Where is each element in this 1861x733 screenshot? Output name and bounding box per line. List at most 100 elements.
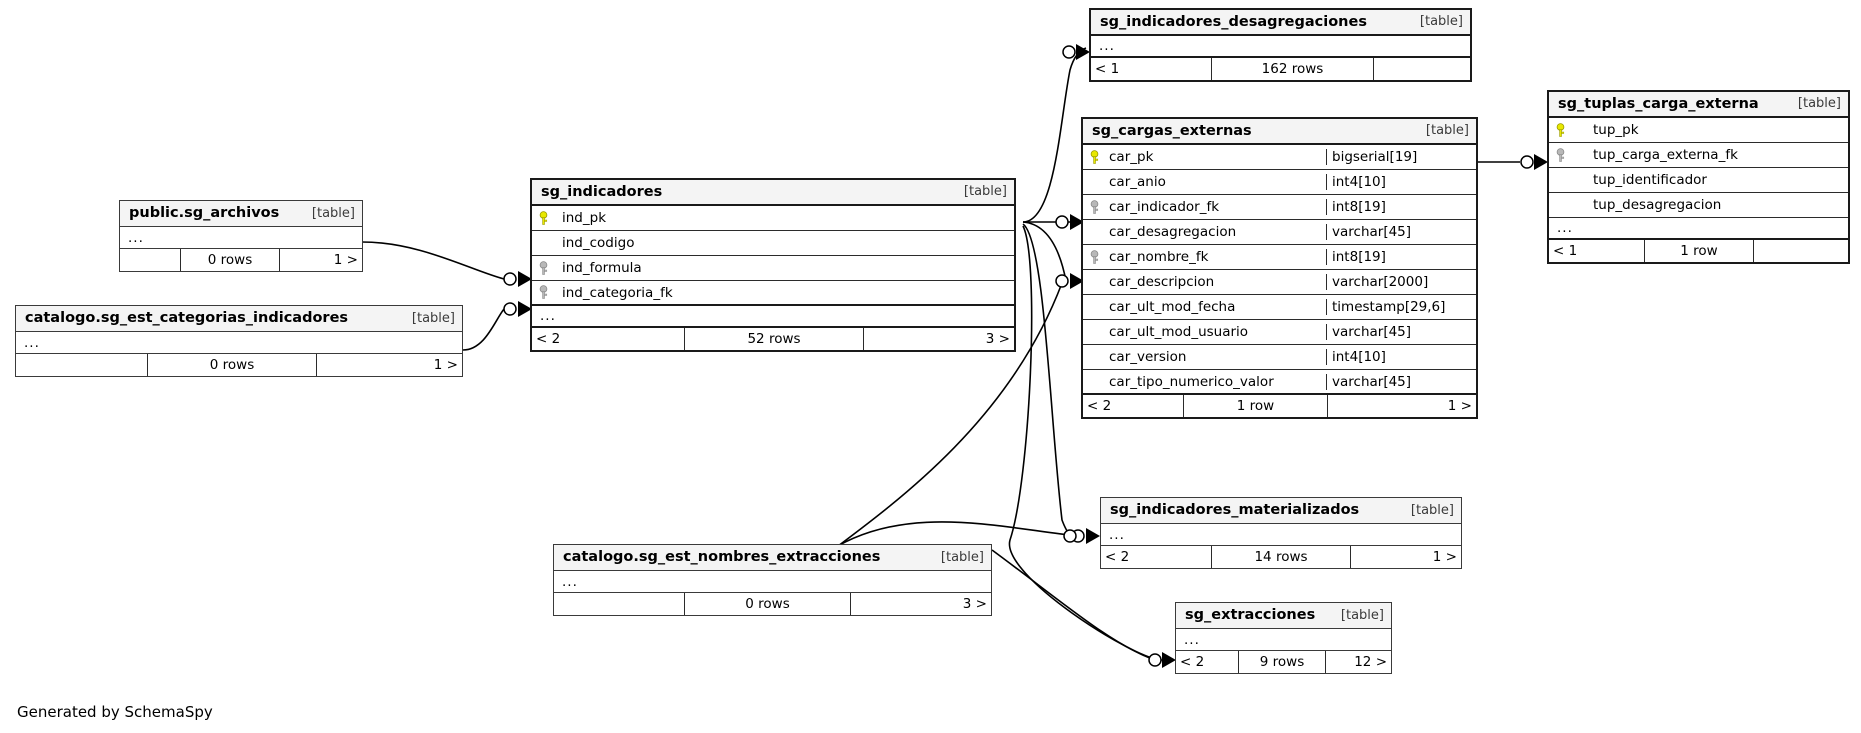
table-type-tag: [table]	[963, 184, 1007, 199]
column-row[interactable]: car_ult_mod_fecha timestamp[29,6]	[1083, 295, 1476, 320]
columns-collapsed-ellipsis[interactable]: ...	[532, 306, 1014, 328]
column-name: tup_identificador	[1593, 172, 1707, 188]
column-name: tup_pk	[1593, 122, 1639, 138]
edge-endpoint-circle	[1520, 155, 1534, 169]
footer-rowcount: 0 rows	[684, 593, 851, 615]
column-row[interactable]: car_anio int4[10]	[1083, 170, 1476, 195]
footer-children: 1 >	[333, 252, 358, 268]
table-footer: < 1 162 rows	[1091, 58, 1470, 80]
column-row[interactable]: car_tipo_numerico_valor varchar[45]	[1083, 370, 1476, 395]
foreign-key-icon	[1083, 249, 1105, 265]
footer-rowcount: 1 row	[1183, 395, 1328, 417]
table-type-tag: [table]	[1340, 607, 1384, 623]
column-row[interactable]: tup_identificador	[1549, 168, 1848, 193]
generated-by-credit: Generated by SchemaSpy	[17, 703, 213, 721]
edge-categorias-to-indicadores-categoria	[462, 308, 505, 351]
column-row[interactable]: car_nombre_fk int8[19]	[1083, 245, 1476, 270]
footer-children: 12 >	[1354, 654, 1387, 670]
edge-indicadores-to-materializados	[1022, 223, 1081, 539]
table-type-tag: [table]	[411, 310, 455, 326]
edge-endpoint-circle	[1055, 274, 1069, 288]
table-catalogo-sg-est-categorias-indicadores[interactable]: catalogo.sg_est_categorias_indicadores […	[15, 305, 463, 377]
column-row[interactable]: car_desagregacion varchar[45]	[1083, 220, 1476, 245]
footer-rowcount: 52 rows	[684, 328, 864, 350]
footer-children	[1754, 240, 1848, 262]
column-type: int8[19]	[1326, 249, 1476, 265]
table-footer: < 2 9 rows 12 >	[1176, 651, 1391, 673]
column-type: int4[10]	[1326, 349, 1476, 365]
footer-children: 1 >	[1447, 398, 1472, 414]
column-row[interactable]: tup_desagregacion	[1549, 193, 1848, 218]
table-footer: < 2 1 row 1 >	[1083, 395, 1476, 417]
column-row[interactable]: tup_carga_externa_fk	[1549, 143, 1848, 168]
columns-collapsed-ellipsis[interactable]: ...	[554, 571, 991, 593]
table-sg-indicadores-materializados[interactable]: sg_indicadores_materializados [table] ..…	[1100, 497, 1462, 569]
column-row[interactable]: ind_formula	[532, 256, 1014, 281]
table-type-tag: [table]	[1797, 96, 1841, 111]
table-title: sg_indicadores	[541, 183, 663, 200]
columns-collapsed-ellipsis[interactable]: ...	[16, 332, 462, 354]
column-name: ind_codigo	[562, 235, 635, 251]
column-row[interactable]: ind_pk	[532, 206, 1014, 231]
edge-endpoint-circle	[1071, 529, 1085, 543]
column-row[interactable]: tup_pk	[1549, 118, 1848, 143]
footer-parents: < 2	[1105, 549, 1130, 565]
table-header: sg_indicadores_desagregaciones [table]	[1091, 10, 1470, 36]
column-name: car_version	[1109, 349, 1187, 365]
table-sg-indicadores[interactable]: sg_indicadores [table] ind_pk ind_codigo…	[530, 178, 1016, 352]
column-name: car_descripcion	[1109, 274, 1215, 290]
column-row[interactable]: car_version int4[10]	[1083, 345, 1476, 370]
footer-parents: < 2	[536, 331, 561, 347]
columns-collapsed-ellipsis[interactable]: ...	[1101, 524, 1461, 546]
table-public-sg-archivos[interactable]: public.sg_archivos [table] ... 0 rows 1 …	[119, 200, 363, 272]
table-header: sg_cargas_externas [table]	[1083, 119, 1476, 145]
columns-collapsed-ellipsis[interactable]: ...	[1549, 218, 1848, 240]
column-row[interactable]: car_pk bigserial[19]	[1083, 145, 1476, 170]
edge-indicadores-to-cargas-nombre	[1022, 221, 1067, 282]
column-row[interactable]: car_descripcion varchar[2000]	[1083, 270, 1476, 295]
table-header: catalogo.sg_est_nombres_extracciones [ta…	[554, 545, 991, 571]
table-footer: 0 rows 3 >	[554, 593, 991, 615]
table-header: public.sg_archivos [table]	[120, 201, 362, 227]
footer-parents: < 2	[1180, 654, 1205, 670]
footer-parents	[554, 593, 684, 615]
table-sg-indicadores-desagregaciones[interactable]: sg_indicadores_desagregaciones [table] .…	[1089, 8, 1472, 82]
column-name: car_pk	[1109, 149, 1154, 165]
column-type: varchar[45]	[1326, 224, 1476, 240]
column-row[interactable]: ind_codigo	[532, 231, 1014, 256]
column-name: ind_categoria_fk	[562, 284, 673, 301]
edge-endpoint-circle	[1063, 529, 1077, 543]
foreign-key-icon	[532, 260, 554, 276]
columns-collapsed-ellipsis[interactable]: ...	[1176, 629, 1391, 651]
primary-key-icon	[532, 210, 554, 226]
column-type: varchar[2000]	[1326, 274, 1476, 290]
footer-parents: < 1	[1095, 61, 1120, 77]
footer-parents: < 1	[1553, 243, 1578, 259]
table-footer: 0 rows 1 >	[120, 249, 362, 271]
columns-collapsed-ellipsis[interactable]: ...	[1091, 36, 1470, 58]
table-footer: < 2 14 rows 1 >	[1101, 546, 1461, 568]
table-sg-tuplas-carga-externa[interactable]: sg_tuplas_carga_externa [table] tup_pk t…	[1547, 90, 1850, 264]
column-row[interactable]: ind_categoria_fk	[532, 281, 1014, 306]
footer-children	[1374, 58, 1470, 80]
column-name: car_nombre_fk	[1109, 249, 1209, 265]
table-catalogo-sg-est-nombres-extracciones[interactable]: catalogo.sg_est_nombres_extracciones [ta…	[553, 544, 992, 616]
footer-parents	[16, 354, 147, 376]
column-row[interactable]: car_ult_mod_usuario varchar[45]	[1083, 320, 1476, 345]
column-name: car_ult_mod_usuario	[1109, 324, 1249, 340]
edge-endpoint-circle	[1148, 653, 1162, 667]
column-type: bigserial[19]	[1326, 149, 1476, 165]
foreign-key-icon	[1549, 147, 1571, 163]
table-footer: 0 rows 1 >	[16, 354, 462, 376]
column-name: car_tipo_numerico_valor	[1109, 373, 1274, 390]
table-sg-cargas-externas[interactable]: sg_cargas_externas [table] car_pk bigser…	[1081, 117, 1478, 419]
column-name: car_ult_mod_fecha	[1109, 299, 1236, 315]
columns-collapsed-ellipsis[interactable]: ...	[120, 227, 362, 249]
edge-indicadores-to-desagregaciones	[1022, 47, 1087, 223]
table-sg-extracciones[interactable]: sg_extracciones [table] ... < 2 9 rows 1…	[1175, 602, 1392, 674]
footer-children: 3 >	[962, 596, 987, 612]
foreign-key-icon	[532, 285, 554, 300]
column-type: int4[10]	[1326, 174, 1476, 190]
column-row[interactable]: car_indicador_fk int8[19]	[1083, 195, 1476, 220]
